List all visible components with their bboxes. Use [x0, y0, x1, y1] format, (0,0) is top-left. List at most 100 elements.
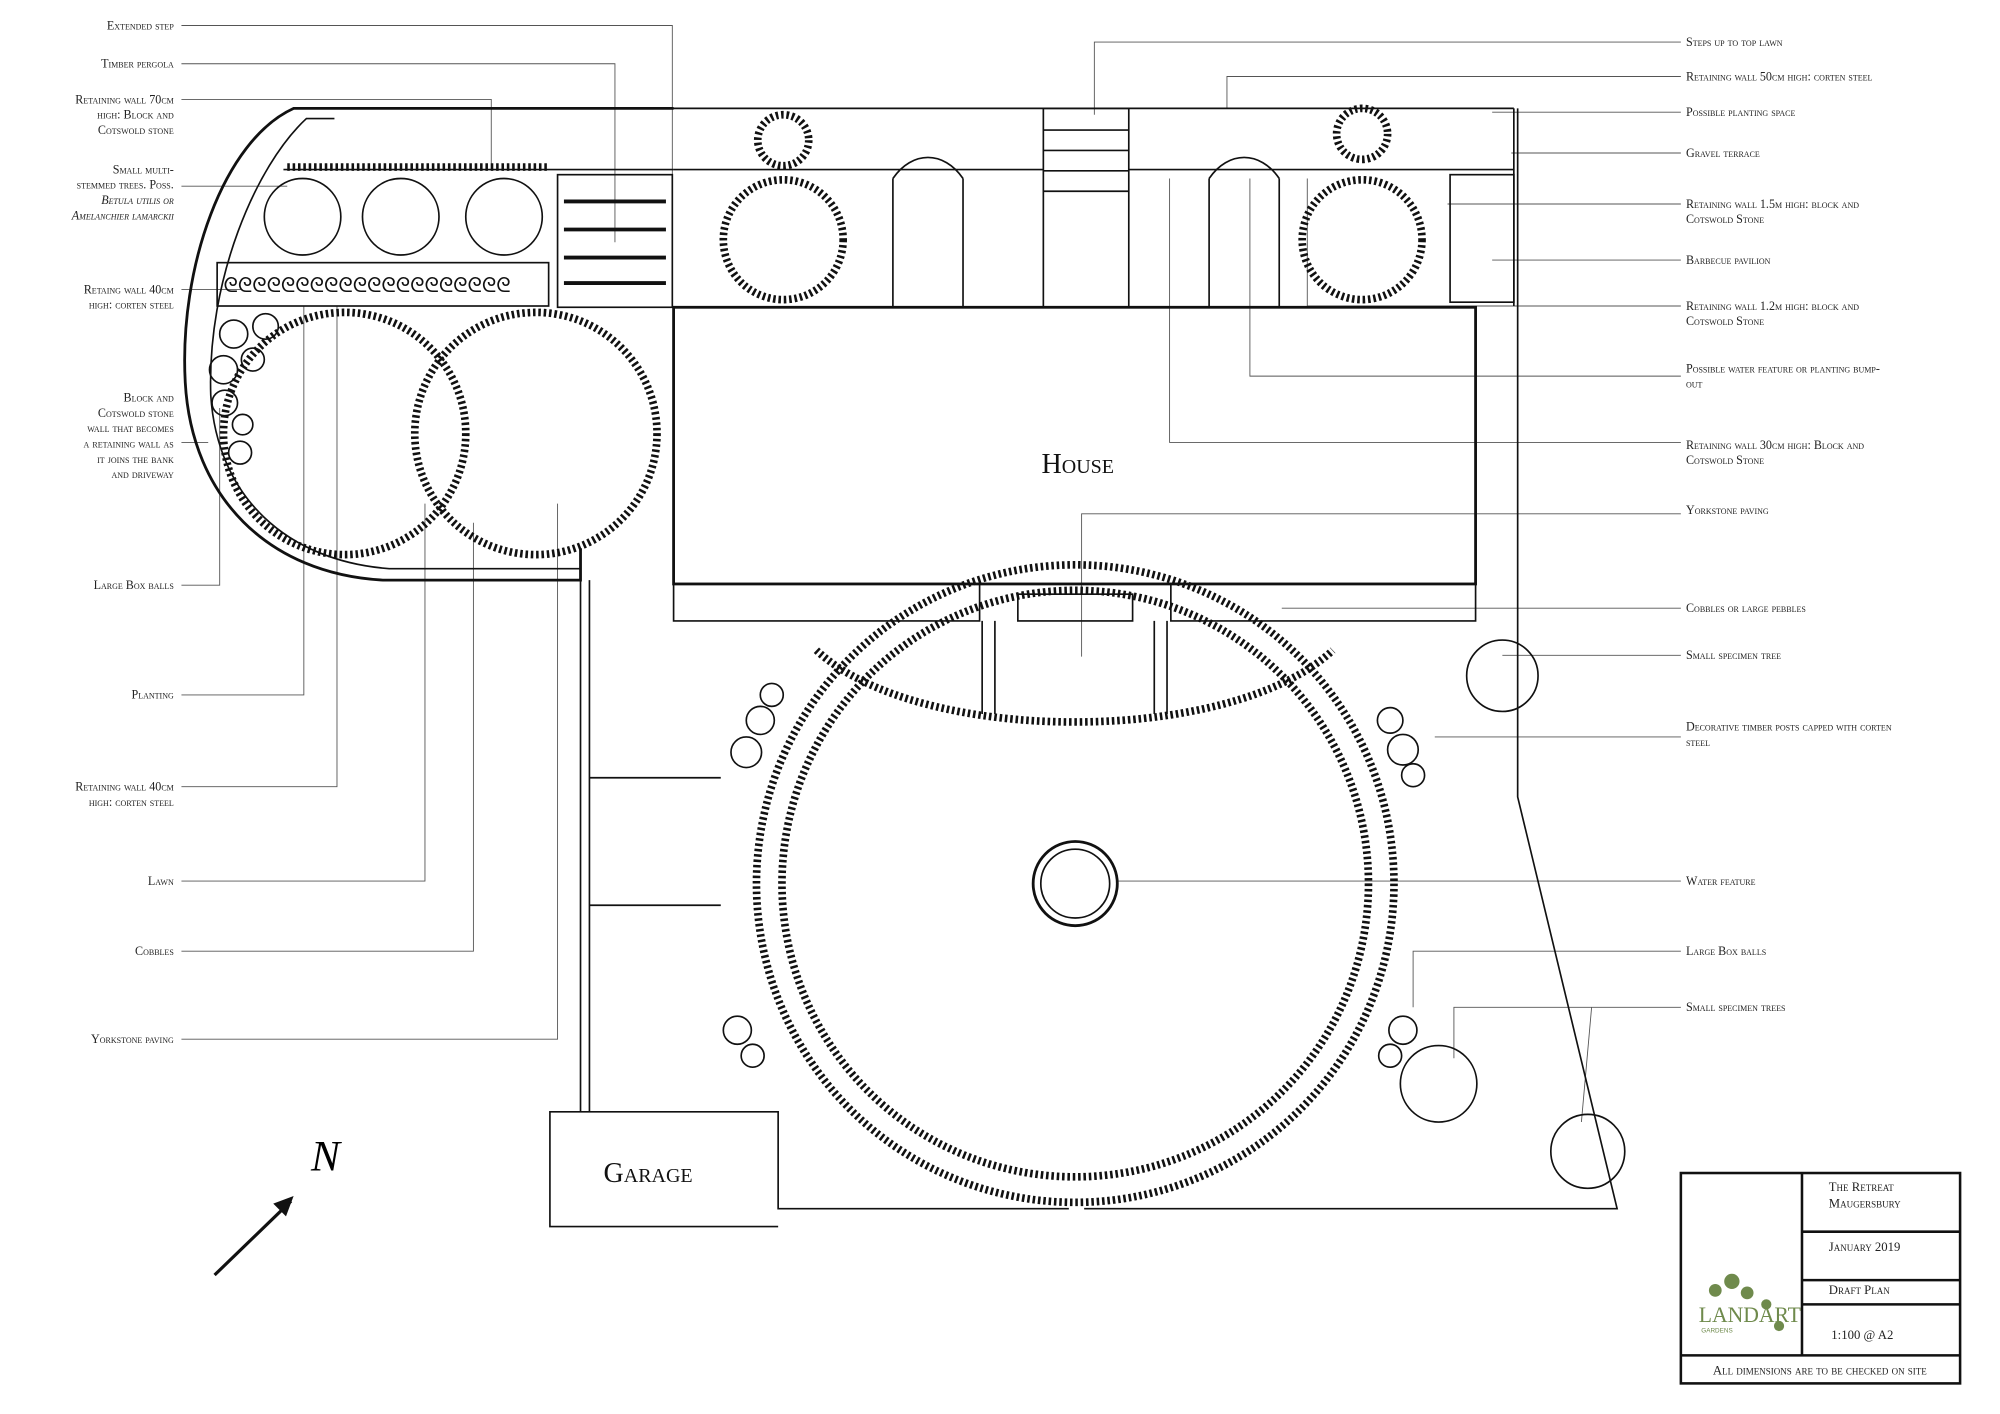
- annotation-label: it joins the bank: [97, 452, 174, 466]
- leader-line: [1169, 178, 1681, 443]
- annotation-label: Yorkstone paving: [1686, 503, 1769, 517]
- annotation-label: Retaining wall 1.5m high: block and: [1686, 197, 1859, 211]
- leader-line: [1306, 178, 1681, 307]
- annotation-label: Possible water feature or planting bump-: [1686, 361, 1880, 375]
- logo-subtext: GARDENS: [1701, 1327, 1732, 1334]
- project-location: Maugersbury: [1829, 1196, 1901, 1210]
- annotation-label: Small specimen tree: [1686, 648, 1781, 662]
- annotation-label: Gravel terrace: [1686, 146, 1760, 160]
- lawn-circle-left: [219, 308, 470, 559]
- annotation-label: Cotswold stone: [98, 123, 174, 137]
- pergola-slats: [563, 199, 666, 285]
- annotation-label: Cotswold Stone: [1686, 453, 1764, 467]
- lawn-circle-right: [410, 308, 661, 559]
- boundaries: [549, 108, 1619, 1228]
- annotation-label: out: [1686, 377, 1703, 391]
- annotation-label: Small specimen trees: [1686, 1000, 1785, 1014]
- annotation-label: Cotswold stone: [98, 406, 174, 420]
- annotation-label: Decorative timber posts capped with cort…: [1686, 720, 1892, 734]
- tree-icon: [361, 177, 440, 256]
- leader-lines: [181, 25, 1681, 1123]
- north-arrow: N: [213, 1132, 342, 1277]
- north-label: N: [310, 1132, 342, 1180]
- leader-line: [181, 63, 616, 243]
- leader-line: [181, 408, 221, 586]
- annotation-label: high: corten steel: [89, 795, 174, 809]
- round-planter: [753, 110, 813, 170]
- annotation-label: Yorkstone paving: [91, 1032, 174, 1046]
- leader-line: [181, 306, 338, 788]
- leader-line: [1081, 513, 1681, 657]
- annotation-label: Water feature: [1686, 874, 1756, 888]
- annotation-label: Cotswold Stone: [1686, 212, 1764, 226]
- annotation-label: Lawn: [148, 874, 174, 888]
- leader-line: [181, 503, 426, 882]
- terrace-arc: [813, 647, 1336, 726]
- leader-line: [1412, 950, 1681, 1008]
- annotation-label: Cobbles: [135, 944, 174, 958]
- annotation-label: Possible planting space: [1686, 105, 1796, 119]
- tree-icon: [1549, 1113, 1626, 1190]
- annotation-label: a retaining wall as: [84, 437, 174, 451]
- lower-garden: Garage: [549, 108, 1626, 1228]
- door-step: [1017, 593, 1134, 622]
- leader-line: [1249, 178, 1681, 377]
- annotation-label: Large Box balls: [94, 578, 174, 592]
- annotation-label: Timber pergola: [101, 57, 174, 71]
- annotation-label: Extended step: [107, 18, 174, 32]
- outer-curved-wall: [183, 106, 674, 582]
- plan-status: Draft Plan: [1829, 1283, 1890, 1297]
- outer-circle-paving: [752, 561, 1398, 1207]
- house-terrace: [672, 583, 1477, 622]
- annotation-label: Steps up to top lawn: [1686, 35, 1783, 49]
- round-planter: [1332, 104, 1392, 164]
- leader-line: [1580, 1007, 1593, 1123]
- logo-text: LANDART: [1699, 1303, 1801, 1327]
- annotation-label: Cotswold Stone: [1686, 314, 1764, 328]
- leader-line: [1226, 76, 1681, 109]
- plan-date: January 2019: [1829, 1240, 1901, 1254]
- steps-top-lawn: [1042, 107, 1130, 309]
- annotation-label: Retaining wall 70cm: [75, 92, 173, 106]
- water-feature: [1031, 840, 1119, 928]
- tree-icon: [263, 177, 342, 256]
- annotation-label: stemmed trees. Poss.: [77, 178, 174, 192]
- house: House: [672, 305, 1477, 622]
- planting-bed-corten: [216, 261, 550, 307]
- landart-logo: LANDART GARDENS: [1699, 1273, 1801, 1334]
- annotation-label: wall that becomes: [87, 421, 174, 435]
- annotation-label: high: corten steel: [89, 298, 174, 312]
- tree-icon: [1465, 639, 1539, 713]
- plan-scale: 1:100 @ A2: [1831, 1328, 1893, 1342]
- annotation-label: Retaining wall 40cm: [75, 780, 173, 794]
- title-block: The Retreat Maugersbury January 2019 Dra…: [1679, 1171, 1962, 1385]
- driveway-edges: [589, 776, 721, 907]
- annotation-label: Betula utilis or: [101, 193, 174, 207]
- project-name: The Retreat: [1829, 1180, 1894, 1194]
- multi-stemmed-trees: [263, 177, 544, 256]
- leader-line: [181, 522, 474, 952]
- round-bed: [1298, 175, 1426, 304]
- annotation-label: Amelanchier lamarckii: [71, 208, 174, 222]
- barbecue-pavilion: [1449, 173, 1515, 304]
- round-bed: [719, 175, 847, 304]
- water-feature-bumpout: [1208, 156, 1281, 308]
- house-label: House: [1042, 449, 1114, 480]
- annotation-label: Small multi-: [113, 162, 174, 176]
- annotation-label: Barbecue pavilion: [1686, 253, 1771, 267]
- yorkstone-path: [981, 620, 1168, 715]
- leader-line: [1453, 1006, 1681, 1059]
- annotation-label: Planting: [131, 688, 174, 702]
- inner-circle-lawn: [778, 586, 1373, 1181]
- leader-line: [181, 306, 305, 696]
- annotation-label: steel: [1686, 735, 1710, 749]
- annotation-label: Large Box balls: [1686, 944, 1766, 958]
- leader-line: [181, 99, 492, 170]
- dimensions-note: All dimensions are to be checked on site: [1713, 1363, 1927, 1377]
- timber-pergola: [556, 173, 674, 309]
- tree-icon: [464, 177, 544, 256]
- specimen-trees: [1399, 639, 1626, 1190]
